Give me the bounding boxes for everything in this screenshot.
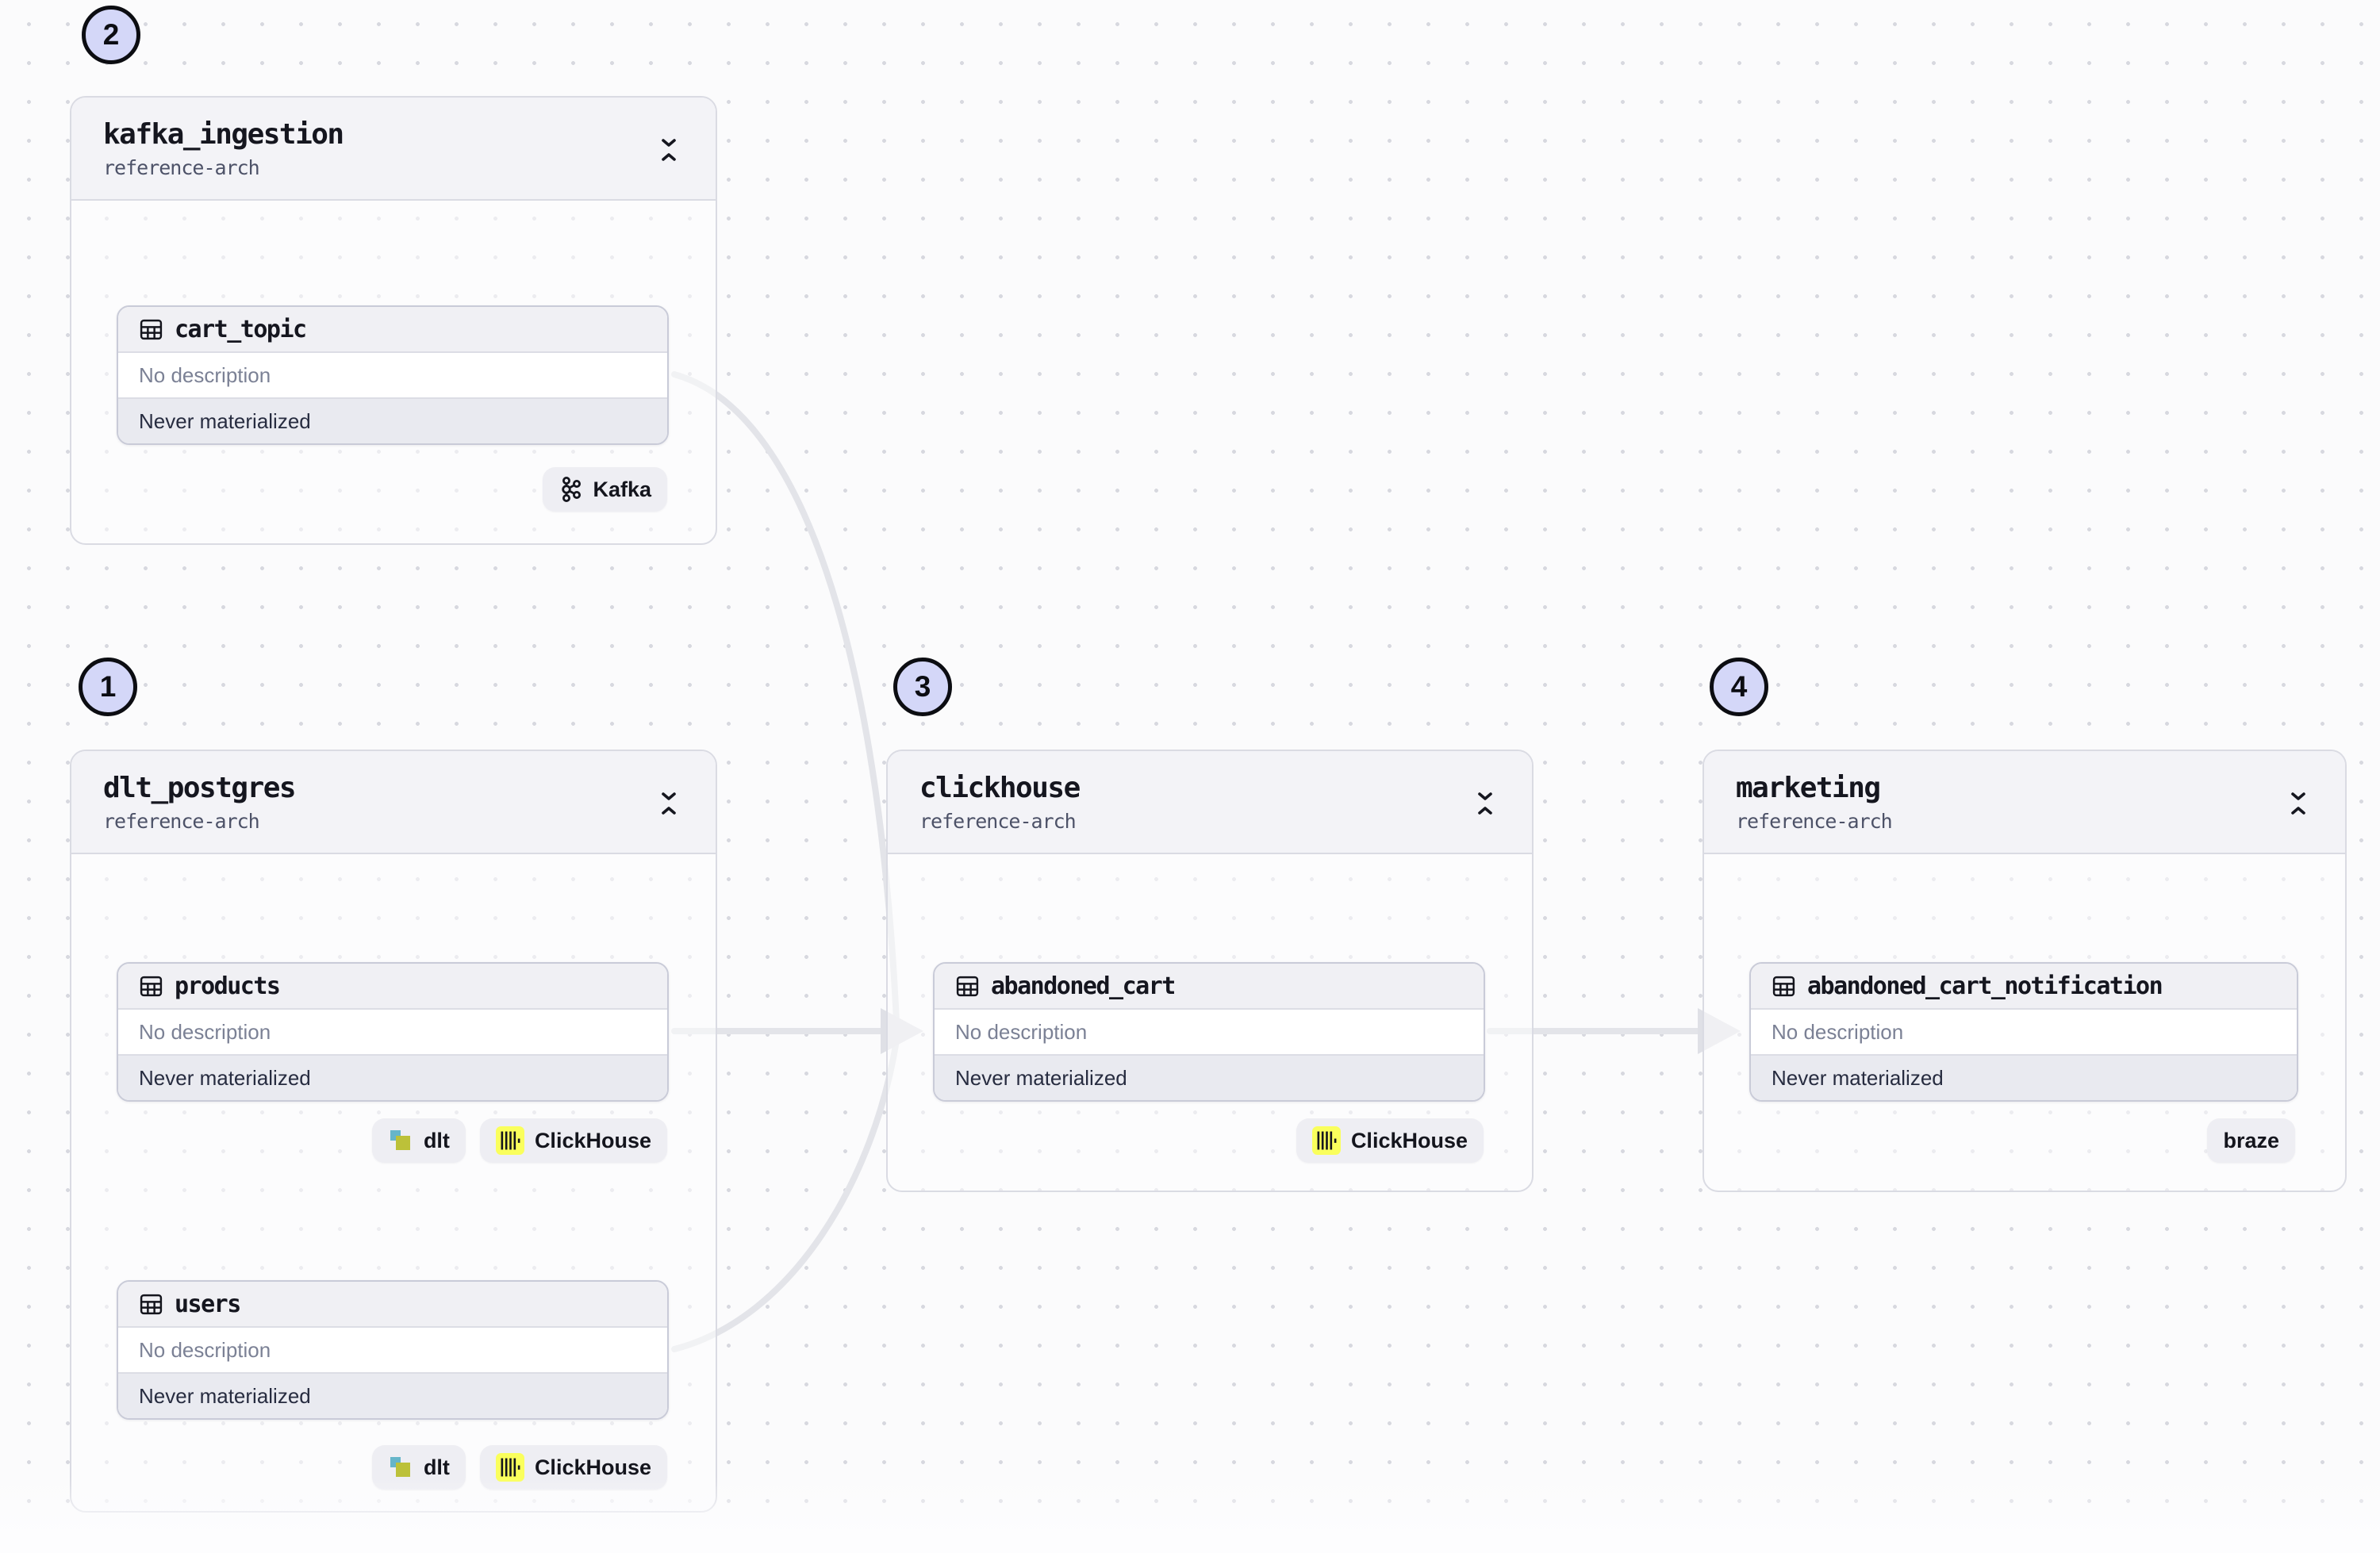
asset-name: abandoned_cart — [991, 972, 1176, 1000]
badge-label: dlt — [423, 1455, 450, 1479]
dlt-icon — [390, 1457, 410, 1477]
asset-node-abandoned_cart_notification[interactable]: abandoned_cart_notification No descripti… — [1749, 962, 2298, 1102]
asset-node-header: abandoned_cart_notification — [1751, 964, 2297, 1008]
kind-badge-braze[interactable]: braze — [2207, 1118, 2295, 1163]
marker-number: 1 — [99, 670, 117, 703]
table-icon — [140, 319, 163, 339]
kind-badge-clickhouse[interactable]: ClickHouse — [1296, 1118, 1484, 1163]
kind-badge-row: dlt ClickHouse — [371, 1118, 667, 1163]
table-icon — [140, 976, 163, 996]
group-header[interactable]: marketing reference-arch — [1704, 751, 2345, 854]
badge-label: ClickHouse — [534, 1128, 651, 1152]
kind-badge-row: braze — [2207, 1118, 2295, 1163]
group-subtitle: reference-arch — [103, 156, 260, 179]
asset-status: Never materialized — [118, 1056, 667, 1100]
asset-status: Never materialized — [935, 1056, 1484, 1100]
asset-description: No description — [1751, 1008, 2297, 1056]
group-title: kafka_ingestion — [103, 118, 344, 151]
asset-name: products — [175, 972, 281, 1000]
kind-badge-row: dlt ClickHouse — [371, 1445, 667, 1490]
collapse-vertical-icon — [662, 792, 676, 815]
asset-group-kafka_ingestion: kafka_ingestion reference-arch — [70, 96, 717, 545]
asset-group-dlt_postgres: dlt_postgres reference-arch — [70, 750, 717, 1513]
collapse-group-button[interactable] — [655, 132, 682, 167]
badge-label: dlt — [423, 1128, 450, 1152]
asset-node-users[interactable]: users No description Never materialized — [117, 1280, 669, 1420]
badge-label: ClickHouse — [534, 1455, 651, 1479]
group-title: clickhouse — [919, 772, 1081, 804]
asset-name: users — [175, 1290, 241, 1318]
table-icon — [1772, 976, 1795, 996]
collapse-group-button[interactable] — [655, 786, 682, 821]
collapse-vertical-icon — [2291, 792, 2305, 815]
group-subtitle: reference-arch — [1736, 810, 1893, 833]
badge-label: ClickHouse — [1350, 1128, 1468, 1152]
kind-badge-dlt[interactable]: dlt — [371, 1445, 466, 1490]
kind-badge-clickhouse[interactable]: ClickHouse — [479, 1445, 667, 1490]
kind-badge-clickhouse[interactable]: ClickHouse — [479, 1118, 667, 1163]
asset-node-header: cart_topic — [118, 307, 667, 351]
group-subtitle: reference-arch — [919, 810, 1077, 833]
clickhouse-icon — [1311, 1126, 1341, 1155]
annotation-marker-3: 3 — [893, 658, 952, 716]
asset-description: No description — [935, 1008, 1484, 1056]
asset-node-header: abandoned_cart — [935, 964, 1484, 1008]
asset-status: Never materialized — [1751, 1056, 2297, 1100]
annotation-marker-1: 1 — [79, 658, 137, 716]
marker-number: 2 — [102, 18, 120, 51]
table-icon — [956, 976, 979, 996]
asset-description: No description — [118, 351, 667, 399]
marker-number: 3 — [914, 670, 931, 703]
collapse-vertical-icon — [662, 139, 676, 161]
group-title: dlt_postgres — [103, 772, 297, 804]
group-title: marketing — [1736, 772, 1881, 804]
group-header[interactable]: dlt_postgres reference-arch — [71, 751, 716, 854]
asset-group-marketing: marketing reference-arch — [1702, 750, 2347, 1192]
annotation-marker-4: 4 — [1710, 658, 1768, 716]
marker-number: 4 — [1730, 670, 1748, 703]
asset-description: No description — [118, 1008, 667, 1056]
badge-label: Kafka — [593, 477, 651, 501]
kafka-icon — [562, 477, 582, 502]
asset-node-products[interactable]: products No description Never materializ… — [117, 962, 669, 1102]
asset-name: abandoned_cart_notification — [1807, 972, 2163, 1000]
kind-badge-row: Kafka — [543, 467, 667, 512]
asset-status: Never materialized — [118, 399, 667, 443]
asset-group-clickhouse: clickhouse reference-arch — [886, 750, 1534, 1192]
dlt-icon — [390, 1130, 410, 1150]
collapse-vertical-icon — [1478, 792, 1492, 815]
group-header[interactable]: kafka_ingestion reference-arch — [71, 98, 716, 201]
kind-badge-kafka[interactable]: Kafka — [543, 467, 667, 512]
group-header[interactable]: clickhouse reference-arch — [888, 751, 1532, 854]
collapse-group-button[interactable] — [1472, 786, 1499, 821]
annotation-marker-2: 2 — [82, 6, 140, 64]
group-subtitle: reference-arch — [103, 810, 260, 833]
asset-node-header: users — [118, 1282, 667, 1326]
clickhouse-icon — [495, 1126, 524, 1155]
collapse-group-button[interactable] — [2285, 786, 2312, 821]
kind-badge-row: ClickHouse — [1296, 1118, 1484, 1163]
asset-node-abandoned_cart[interactable]: abandoned_cart No description Never mate… — [933, 962, 1485, 1102]
asset-description: No description — [118, 1326, 667, 1374]
clickhouse-icon — [495, 1453, 524, 1482]
asset-node-cart_topic[interactable]: cart_topic No description Never material… — [117, 305, 669, 445]
asset-name: cart_topic — [175, 315, 307, 343]
kind-badge-dlt[interactable]: dlt — [371, 1118, 466, 1163]
asset-node-header: products — [118, 964, 667, 1008]
asset-status: Never materialized — [118, 1374, 667, 1418]
table-icon — [140, 1294, 163, 1314]
badge-label: braze — [2223, 1128, 2279, 1152]
